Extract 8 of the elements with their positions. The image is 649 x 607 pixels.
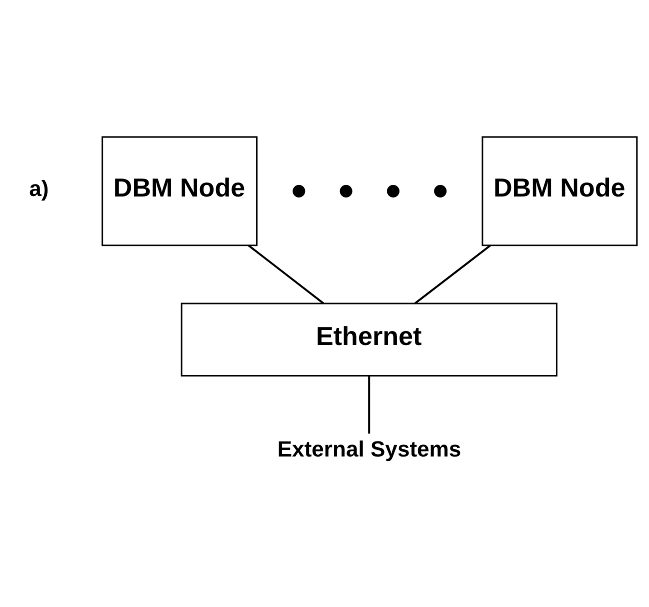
node-box: Ethernet [180,302,558,376]
node-box: DBM Node [102,136,258,246]
connector [248,244,324,304]
connector [368,376,370,434]
node-text: External Systems [277,436,462,462]
node-box: DBM Node [482,136,638,246]
connector [414,244,491,304]
label: a) [29,176,49,201]
